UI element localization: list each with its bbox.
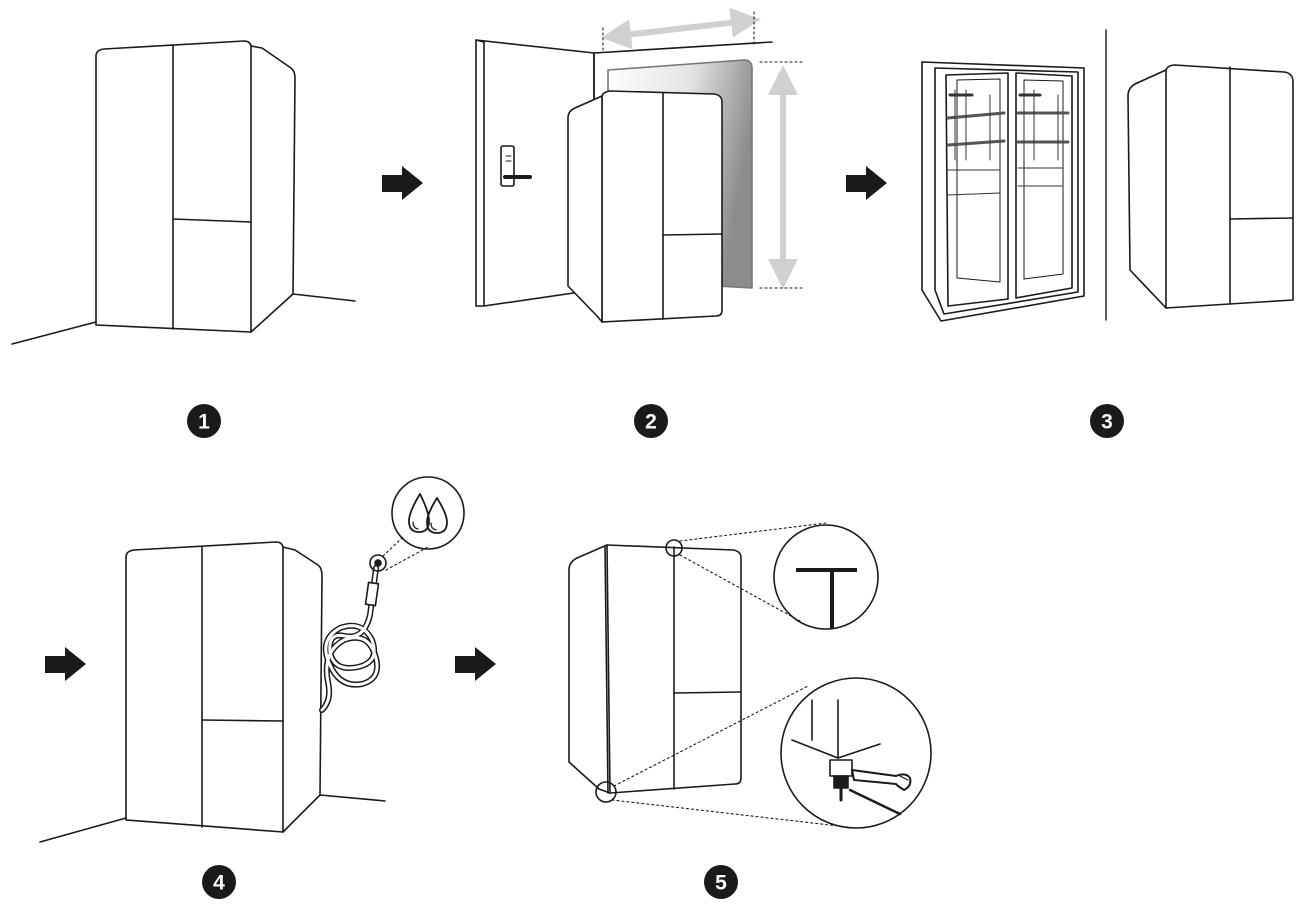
step-number: 2 bbox=[645, 411, 657, 434]
step-badge-5: 5 bbox=[704, 865, 738, 899]
fridge-front bbox=[125, 541, 284, 833]
step-5-leveling bbox=[568, 522, 932, 829]
door-edge bbox=[604, 545, 609, 794]
room-door bbox=[475, 39, 595, 307]
step-arrow-icon bbox=[455, 647, 496, 681]
width-dimension-arrow bbox=[601, 7, 761, 50]
step-number: 4 bbox=[213, 872, 225, 895]
hex-key-icon bbox=[796, 568, 857, 628]
drawer-split bbox=[662, 233, 723, 236]
door-lock-plate bbox=[500, 145, 515, 187]
fridge-front bbox=[606, 544, 742, 794]
shelves bbox=[946, 111, 1070, 147]
step-number: 5 bbox=[715, 872, 727, 895]
step-number: 1 bbox=[198, 411, 210, 434]
step-3-interior bbox=[921, 29, 1294, 322]
floor-line bbox=[319, 794, 386, 802]
water-valve-highlight bbox=[369, 554, 387, 572]
floor-line bbox=[11, 321, 97, 345]
step-4-water-connection bbox=[39, 476, 465, 843]
step-2-doorway-measure bbox=[475, 7, 803, 323]
fridge-side bbox=[250, 45, 296, 333]
fridge-side bbox=[568, 544, 611, 794]
step-1-refrigerator bbox=[11, 40, 356, 345]
fridge-side bbox=[282, 546, 323, 833]
leveling-foot-icon bbox=[791, 699, 902, 816]
step-badge-1: 1 bbox=[187, 404, 221, 438]
step-badge-circle bbox=[202, 865, 236, 899]
fridge-cabinet-outer bbox=[921, 61, 1085, 322]
drawer-split bbox=[673, 691, 742, 694]
room-door-edge bbox=[475, 39, 485, 307]
fridge-front bbox=[1165, 64, 1294, 309]
step-badge-2: 2 bbox=[634, 404, 668, 438]
step-badge-4: 4 bbox=[202, 865, 236, 899]
fridge-side bbox=[1127, 69, 1167, 309]
fridge-front bbox=[601, 90, 723, 323]
leveling-foot-highlight bbox=[595, 781, 617, 803]
floor-line bbox=[292, 293, 356, 302]
step-badge-circle bbox=[704, 865, 738, 899]
floor-line bbox=[39, 817, 127, 843]
foot-magnifier bbox=[780, 677, 932, 829]
step-arrow-icon bbox=[382, 166, 423, 200]
detail-magnifier bbox=[391, 476, 465, 550]
drawer-split bbox=[1229, 217, 1294, 220]
step-badge-circle bbox=[634, 404, 668, 438]
step-arrow-icon bbox=[846, 166, 887, 200]
left-compartment bbox=[945, 72, 1009, 307]
water-drops-icon bbox=[408, 493, 448, 534]
wrench-icon bbox=[851, 769, 912, 791]
fridge-side bbox=[567, 95, 603, 323]
step-number: 3 bbox=[1101, 411, 1113, 434]
step-arrow-icon bbox=[45, 647, 86, 681]
fridge-cabinet-inner bbox=[934, 67, 1079, 315]
hinge-highlight bbox=[665, 539, 683, 557]
step-badge-3: 3 bbox=[1090, 404, 1124, 438]
right-compartment bbox=[1015, 72, 1073, 299]
door-frame-top bbox=[593, 41, 773, 54]
hose-fitting bbox=[364, 581, 380, 607]
drawer-split bbox=[201, 719, 284, 722]
hex-key-magnifier bbox=[773, 524, 879, 630]
step-badge-circle bbox=[1090, 404, 1124, 438]
step-badge-circle bbox=[187, 404, 221, 438]
drawer-split bbox=[172, 218, 252, 223]
